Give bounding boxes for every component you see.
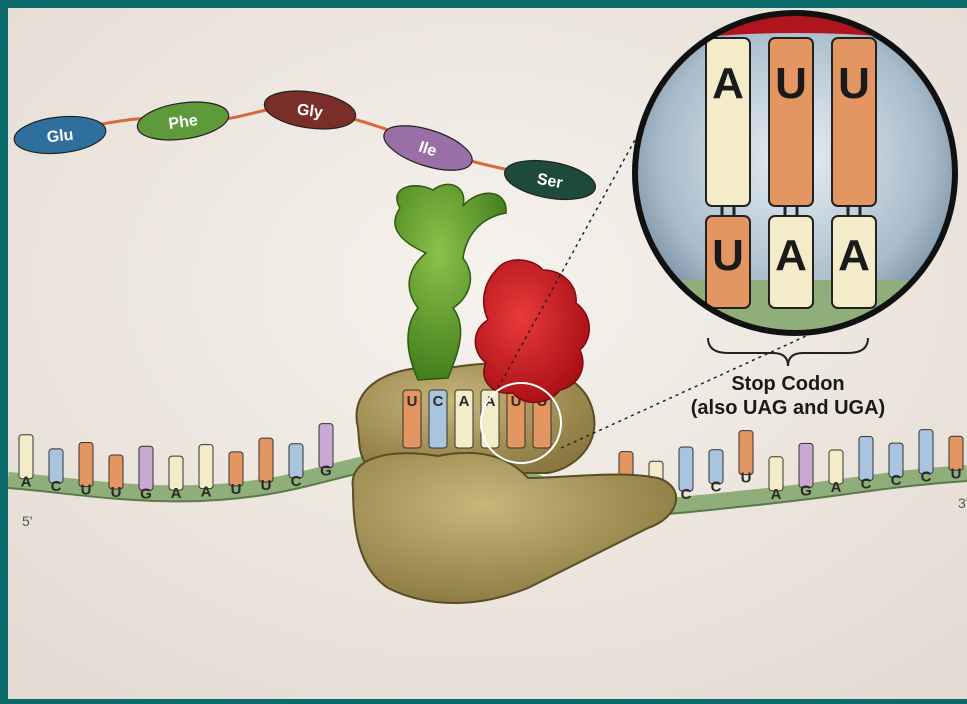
mrna-base: A [199, 445, 213, 501]
mrna-base: U [79, 442, 93, 498]
mrna-base: U [109, 455, 123, 501]
zoom-top-base: U [832, 38, 876, 206]
mrna-base-letter: G [140, 485, 152, 502]
mrna-base-letter: U [261, 477, 272, 494]
ribosome-codon-letter: U [407, 393, 418, 410]
mrna-base-body [739, 431, 753, 475]
mrna-base-body [799, 443, 813, 487]
mrna-base: G [799, 443, 813, 499]
mrna-base-letter: A [171, 485, 182, 502]
mrna-base: C [679, 447, 693, 503]
amino-acid-label: Glu [46, 127, 74, 147]
five-prime-label: 5' [22, 513, 32, 529]
mrna-base-letter: G [320, 463, 332, 480]
ribosome-codon-letter: C [433, 393, 444, 410]
mrna-base-letter: A [771, 486, 782, 503]
mrna-base: A [769, 457, 783, 503]
mrna-base: A [169, 456, 183, 502]
zoom-top-letter: U [775, 59, 807, 108]
mrna-base: C [889, 443, 903, 489]
caption-alternatives: (also UAG and UGA) [691, 397, 885, 419]
mrna-base: U [229, 452, 243, 498]
mrna-base-letter: C [711, 479, 722, 496]
zoom-bottom-base: U [706, 216, 750, 308]
mrna-base-body [859, 437, 873, 481]
mrna-base-letter: C [921, 469, 932, 486]
mrna-base-body [79, 442, 93, 486]
mrna-base: A [19, 435, 33, 491]
zoom-bottom-letter: U [712, 231, 744, 280]
zoom-top-base: U [769, 38, 813, 206]
ribosome-codon-base: C [429, 390, 447, 448]
mrna-base-letter: C [891, 472, 902, 489]
mrna-base: G [319, 424, 333, 480]
mrna-base-body [19, 435, 33, 479]
illustration: GluPheGlyIleSer ACUUGAAUUCGUACCUAGACCCU … [8, 8, 967, 699]
zoom-bottom-letter: A [775, 231, 807, 280]
mrna-base-letter: U [111, 484, 122, 501]
zoom-top-letter: A [712, 59, 744, 108]
mrna-base: U [739, 431, 753, 487]
mrna-base-body [139, 446, 153, 490]
mrna-base-letter: G [800, 482, 812, 499]
mrna-base: G [139, 446, 153, 502]
mrna-base-letter: U [231, 481, 242, 498]
mrna-base-letter: U [81, 481, 92, 498]
mrna-base: C [859, 437, 873, 493]
mrna-base-letter: U [741, 470, 752, 487]
zoom-bottom-letter: A [838, 231, 870, 280]
caption-stop-codon: Stop Codon [731, 373, 844, 395]
mrna-base: C [289, 444, 303, 490]
mrna-base-letter: A [831, 479, 842, 496]
ribosome-codon-base: U [403, 390, 421, 448]
mrna-base: C [919, 430, 933, 486]
mrna-base-letter: C [681, 486, 692, 503]
ribosome-codon-letter: A [459, 393, 470, 410]
zoom-top-letter: U [838, 59, 870, 108]
mrna-base-body [199, 445, 213, 489]
mrna-base-letter: A [21, 474, 32, 491]
three-prime-label: 3' [958, 495, 967, 511]
zoom-top-base: A [706, 38, 750, 206]
mrna-base-body [259, 438, 273, 482]
mrna-base: A [829, 450, 843, 496]
mrna-base-letter: A [201, 484, 212, 501]
mrna-base-letter: U [951, 465, 962, 482]
mrna-base-body [679, 447, 693, 491]
mrna-base-letter: C [51, 478, 62, 495]
mrna-base-letter: C [861, 476, 872, 493]
zoom-bottom-base: A [832, 216, 876, 308]
mrna-base: U [949, 436, 963, 482]
mrna-base: C [709, 450, 723, 496]
mrna-base-body [919, 430, 933, 474]
amino-acid-label: Gly [296, 101, 324, 121]
ribosome-codon-base: A [455, 390, 473, 448]
mrna-base: C [49, 449, 63, 495]
mrna-base-letter: C [291, 473, 302, 490]
mrna-base-body [319, 424, 333, 468]
mrna-base: U [259, 438, 273, 494]
zoom-bottom-base: A [769, 216, 813, 308]
